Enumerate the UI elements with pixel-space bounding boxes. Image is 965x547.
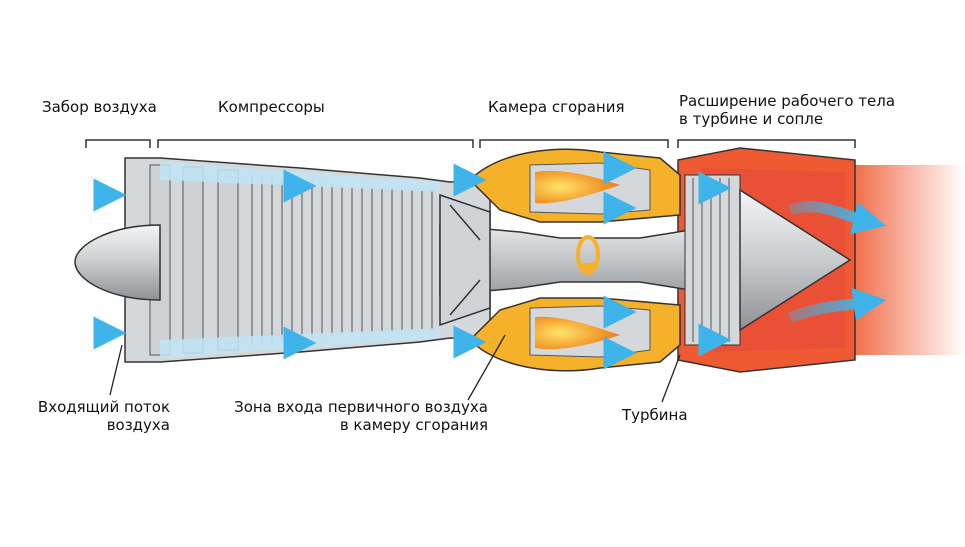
label-inlet-flow-line1: Входящий поток — [37, 398, 170, 416]
turbine-blades — [684, 174, 741, 346]
label-primary-air-line2: в камеру сгорания — [339, 416, 488, 434]
label-combustion-chamber: Камера сгорания — [488, 98, 625, 116]
combustion-chamber-top — [468, 148, 681, 223]
section-brackets — [85, 139, 856, 148]
intake-spinner — [74, 224, 161, 301]
label-expansion-line2: в турбине и сопле — [679, 110, 824, 128]
callout-lines — [109, 334, 681, 403]
rotation-arrow-icon — [576, 235, 600, 275]
exhaust-plume — [845, 165, 965, 355]
label-inlet-flow-line2: воздуха — [106, 416, 170, 434]
label-primary-air-line1: Зона входа первичного воздуха — [234, 398, 488, 416]
exhaust-cone — [739, 188, 852, 332]
label-air-intake: Забор воздуха — [42, 98, 157, 116]
diffuser-struts — [439, 193, 491, 327]
label-turbine: Турбина — [622, 406, 688, 424]
label-compressors: Компрессоры — [218, 98, 325, 116]
label-expansion-line1: Расширение рабочего тела — [679, 92, 896, 110]
airflow-arrows — [15, 151, 887, 370]
combustion-chamber-bottom — [468, 297, 681, 372]
